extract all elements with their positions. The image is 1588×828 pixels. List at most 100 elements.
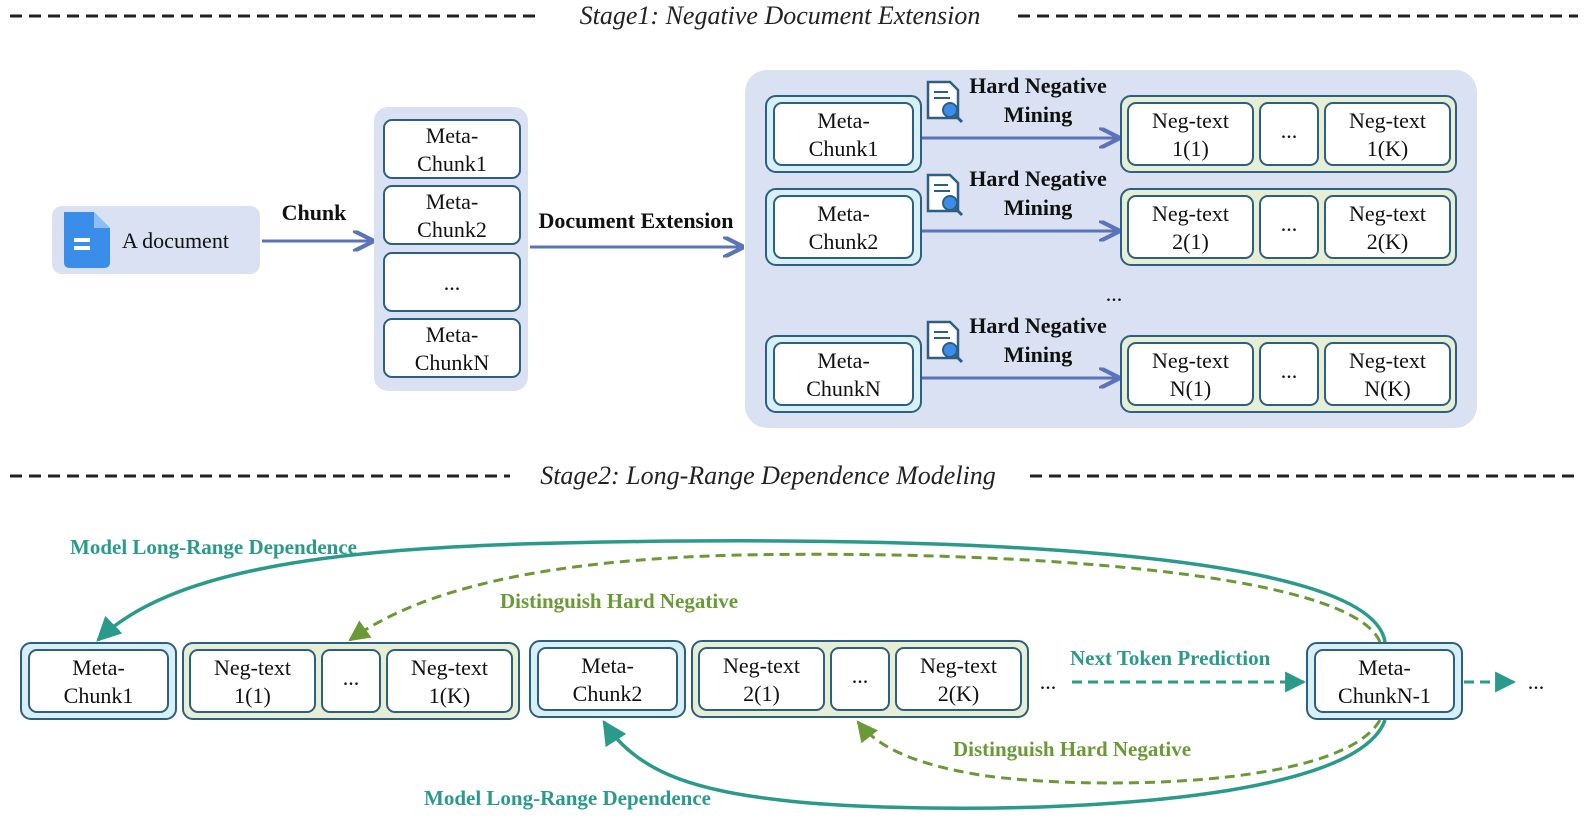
seq-neg-texts-1-first-text-line: Neg-text bbox=[214, 655, 291, 680]
seq-neg-texts-2-first-text-line: Neg-text bbox=[723, 653, 800, 678]
seq-neg-texts-2-ellipsis-box: ... bbox=[830, 647, 890, 711]
row-neg-texts-3-ellipsis-text: ... bbox=[1281, 358, 1298, 383]
mining-label-line: Hard Negative bbox=[969, 313, 1107, 338]
row-meta-chunk-3-inner-frame bbox=[773, 342, 914, 406]
seq-meta-chunk1-inner-text-line: Chunk1 bbox=[64, 683, 134, 708]
row-meta-chunk-1-inner: Meta- Chunk1 bbox=[773, 102, 914, 166]
seq-neg-texts-2-last-text-line: 2(K) bbox=[938, 681, 980, 706]
row-neg-texts-2-first: Neg-text 2(1) bbox=[1127, 195, 1254, 259]
seq-meta-chunk2-inner-frame bbox=[537, 647, 678, 711]
row-neg-texts-1-ellipsis-box: ... bbox=[1259, 102, 1319, 166]
seq-meta-chunk2-inner-text-line: Chunk2 bbox=[573, 681, 643, 706]
distinguish-arc-bottom bbox=[856, 719, 1382, 785]
seq-neg-texts-2-ellipsis-text: ... bbox=[852, 663, 869, 688]
seq-meta-chunkN-1-inner-frame bbox=[1314, 649, 1455, 713]
row-meta-chunk-2-inner: Meta- Chunk2 bbox=[773, 195, 914, 259]
distinguish-label-top: Distinguish Hard Negative bbox=[500, 589, 738, 613]
meta-chunk-item-3-text-line: ... bbox=[444, 270, 461, 295]
model-dependence-label-top: Model Long-Range Dependence bbox=[70, 535, 357, 559]
rows-ellipsis: ... bbox=[1106, 281, 1123, 306]
chunk-label: Chunk bbox=[282, 200, 348, 225]
row-meta-chunk-2-inner-text-line: Chunk2 bbox=[809, 229, 879, 254]
row-neg-texts-1-first-frame bbox=[1127, 102, 1254, 166]
trailing-ellipsis: ... bbox=[1528, 669, 1545, 694]
sequence-ellipsis: ... bbox=[1040, 669, 1057, 694]
mining-label-line: Hard Negative bbox=[969, 166, 1107, 191]
model-dependence-arc-top bbox=[96, 539, 1387, 643]
row-meta-chunk-2-inner-text-line: Meta- bbox=[817, 201, 870, 226]
row-neg-texts-1-ellipsis-frame bbox=[1259, 102, 1319, 166]
seq-neg-texts-2-first-text-line: 2(1) bbox=[743, 681, 780, 706]
meta-chunk-item-1: Meta-Chunk1 bbox=[383, 119, 521, 179]
row-neg-texts-3-ellipsis-frame bbox=[1259, 342, 1319, 406]
meta-chunk-item-4-frame bbox=[383, 318, 521, 378]
seq-neg-texts-2-ellipsis-frame bbox=[830, 647, 890, 711]
document-label: A document bbox=[122, 228, 229, 253]
row-neg-texts-2-first-text-line: 2(1) bbox=[1172, 229, 1209, 254]
meta-chunk-item-4: Meta-ChunkN bbox=[383, 318, 521, 378]
row-meta-chunk-3-inner-text-line: Meta- bbox=[817, 348, 870, 373]
mining-label-line: Mining bbox=[1004, 195, 1072, 220]
seq-meta-chunk1-inner-frame bbox=[28, 649, 169, 713]
row-neg-texts-3-first-text-line: N(1) bbox=[1170, 376, 1212, 401]
meta-chunk-item-4-text-line: Meta- bbox=[426, 322, 479, 347]
row-neg-texts-3-first-frame bbox=[1127, 342, 1254, 406]
row-neg-texts-1-ellipsis-text: ... bbox=[1281, 118, 1298, 143]
next-token-label: Next Token Prediction bbox=[1070, 646, 1271, 670]
row-neg-texts-3-ellipsis-box: ... bbox=[1259, 342, 1319, 406]
seq-neg-texts-2-last-text-line: Neg-text bbox=[920, 653, 997, 678]
row-meta-chunk-3-inner-text-line: ChunkN bbox=[806, 376, 881, 401]
stage1-title: Stage1: Negative Document Extension bbox=[580, 1, 981, 30]
search-document-icon bbox=[926, 173, 964, 217]
row-meta-chunk-1: Meta- Chunk1 bbox=[765, 95, 922, 173]
document-extension-label: Document Extension bbox=[539, 208, 734, 233]
meta-chunk-item-2-frame bbox=[383, 185, 521, 245]
row-neg-texts-1-first-text-line: 1(1) bbox=[1172, 136, 1209, 161]
meta-chunk-item-2-text-line: Meta- bbox=[426, 189, 479, 214]
seq-meta-chunkN-1-inner-text-line: ChunkN-1 bbox=[1338, 683, 1431, 708]
meta-chunk-item-2: Meta-Chunk2 bbox=[383, 185, 521, 245]
row-meta-chunk-2: Meta- Chunk2 bbox=[765, 188, 922, 266]
seq-neg-texts-1-last-text-line: Neg-text bbox=[411, 655, 488, 680]
row-meta-chunk-3-inner: Meta- ChunkN bbox=[773, 342, 914, 406]
seq-neg-texts-1-ellipsis-box: ... bbox=[321, 649, 381, 713]
stage2-title: Stage2: Long-Range Dependence Modeling bbox=[540, 461, 996, 490]
row-meta-chunk-1-inner-frame bbox=[773, 102, 914, 166]
row-neg-texts-1-last-text-line: 1(K) bbox=[1367, 136, 1409, 161]
row-neg-texts-2-first-text-line: Neg-text bbox=[1152, 201, 1229, 226]
seq-meta-chunkN-1-inner-text-line: Meta- bbox=[1358, 655, 1411, 680]
row-meta-chunk-1-inner-text-line: Chunk1 bbox=[809, 136, 879, 161]
seq-meta-chunkN-1: Meta- ChunkN-1 bbox=[1306, 642, 1463, 720]
row-neg-texts-2-first-frame bbox=[1127, 195, 1254, 259]
row-meta-chunk-2-inner-frame bbox=[773, 195, 914, 259]
row-neg-texts-2-last-text-line: Neg-text bbox=[1349, 201, 1426, 226]
seq-neg-texts-1-last-text-line: 1(K) bbox=[429, 683, 471, 708]
row-neg-texts-2-ellipsis-box: ... bbox=[1259, 195, 1319, 259]
model-dependence-label-bottom: Model Long-Range Dependence bbox=[424, 786, 711, 810]
row-neg-texts-2-last-frame bbox=[1324, 195, 1451, 259]
row-neg-texts-3-last-text-line: Neg-text bbox=[1349, 348, 1426, 373]
meta-chunk-item-3: ... bbox=[383, 252, 521, 312]
model-dependence-arc-bottom bbox=[602, 719, 1387, 810]
seq-meta-chunk1-inner-text-line: Meta- bbox=[72, 655, 125, 680]
seq-neg-texts-1-ellipsis-text: ... bbox=[343, 665, 360, 690]
seq-neg-texts-2-first: Neg-text 2(1) bbox=[698, 647, 825, 711]
row-neg-texts-2-ellipsis-text: ... bbox=[1281, 211, 1298, 236]
meta-chunk-item-3-frame bbox=[383, 252, 521, 312]
meta-chunk-item-1-frame bbox=[383, 119, 521, 179]
row-meta-chunk-1-inner-text-line: Meta- bbox=[817, 108, 870, 133]
row-neg-texts-3-last-frame bbox=[1324, 342, 1451, 406]
seq-meta-chunk2-inner: Meta-Chunk2 bbox=[537, 647, 678, 711]
seq-meta-chunkN-1-inner: Meta- ChunkN-1 bbox=[1314, 649, 1455, 713]
